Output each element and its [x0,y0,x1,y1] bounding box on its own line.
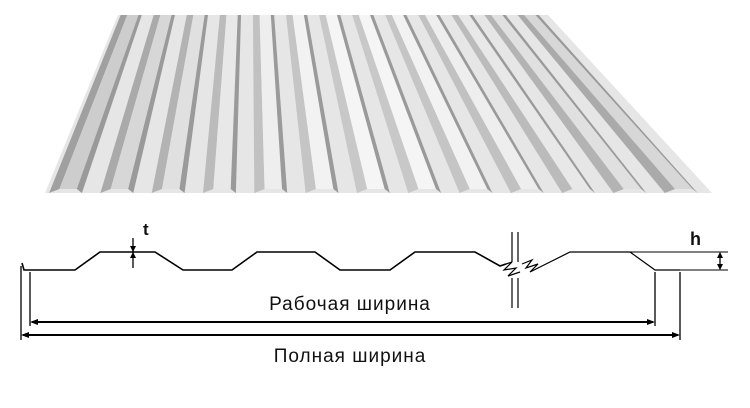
sheet-rib [436,15,544,193]
sheet-rib [213,15,238,189]
full-width-label: Полная ширина [274,346,427,367]
sheet-rib [128,15,175,193]
sheet-rib [49,15,128,193]
sheet-rib [325,15,385,189]
profile-cross-section [21,232,680,308]
working-width-label: Рабочая ширина [269,294,431,315]
sheet-rib [336,15,390,193]
sheet-rib [179,15,208,193]
sheet-rib [259,15,283,189]
sheet-rib [403,15,493,193]
sheet-rib [385,15,470,193]
break-mark-right [521,251,680,273]
break-mark-left [499,261,521,277]
sheet-rib [451,15,573,193]
sheet-rib [286,15,316,193]
sheet-rib [517,15,676,193]
sheet-rib [270,15,288,193]
sheet-rib [358,15,436,189]
sheet-rib [491,15,642,189]
sheet-rib [502,15,647,193]
sheet-rib [391,15,488,189]
dimension-lines [20,238,728,340]
sheet-rib [59,15,139,189]
sheet-rib [100,15,161,193]
corrugated-sheet-photo [45,15,712,193]
sheet-rib [469,15,596,193]
sheet-rib [370,15,442,193]
sheet-rib [524,15,693,189]
sheet-rib [303,15,339,193]
sheet-rib [484,15,624,193]
sheet-rib [203,15,227,193]
profile-line-left [21,251,507,271]
sheet-rib [230,15,242,193]
sheet-rib [292,15,334,189]
sheet-rib [319,15,368,193]
sheet-rib [418,15,522,193]
height-label: h [690,229,701,249]
sheet-rib [76,15,142,193]
sheet-rib [424,15,539,189]
sheet-rib [458,15,590,189]
thickness-label: t [143,220,149,239]
sheet-rib [110,15,172,189]
sheet-rib [161,15,205,189]
sheet-rib [352,15,419,193]
sheet-rib [151,15,194,193]
sheet-rib [252,15,265,193]
sheet-rib [535,15,698,193]
